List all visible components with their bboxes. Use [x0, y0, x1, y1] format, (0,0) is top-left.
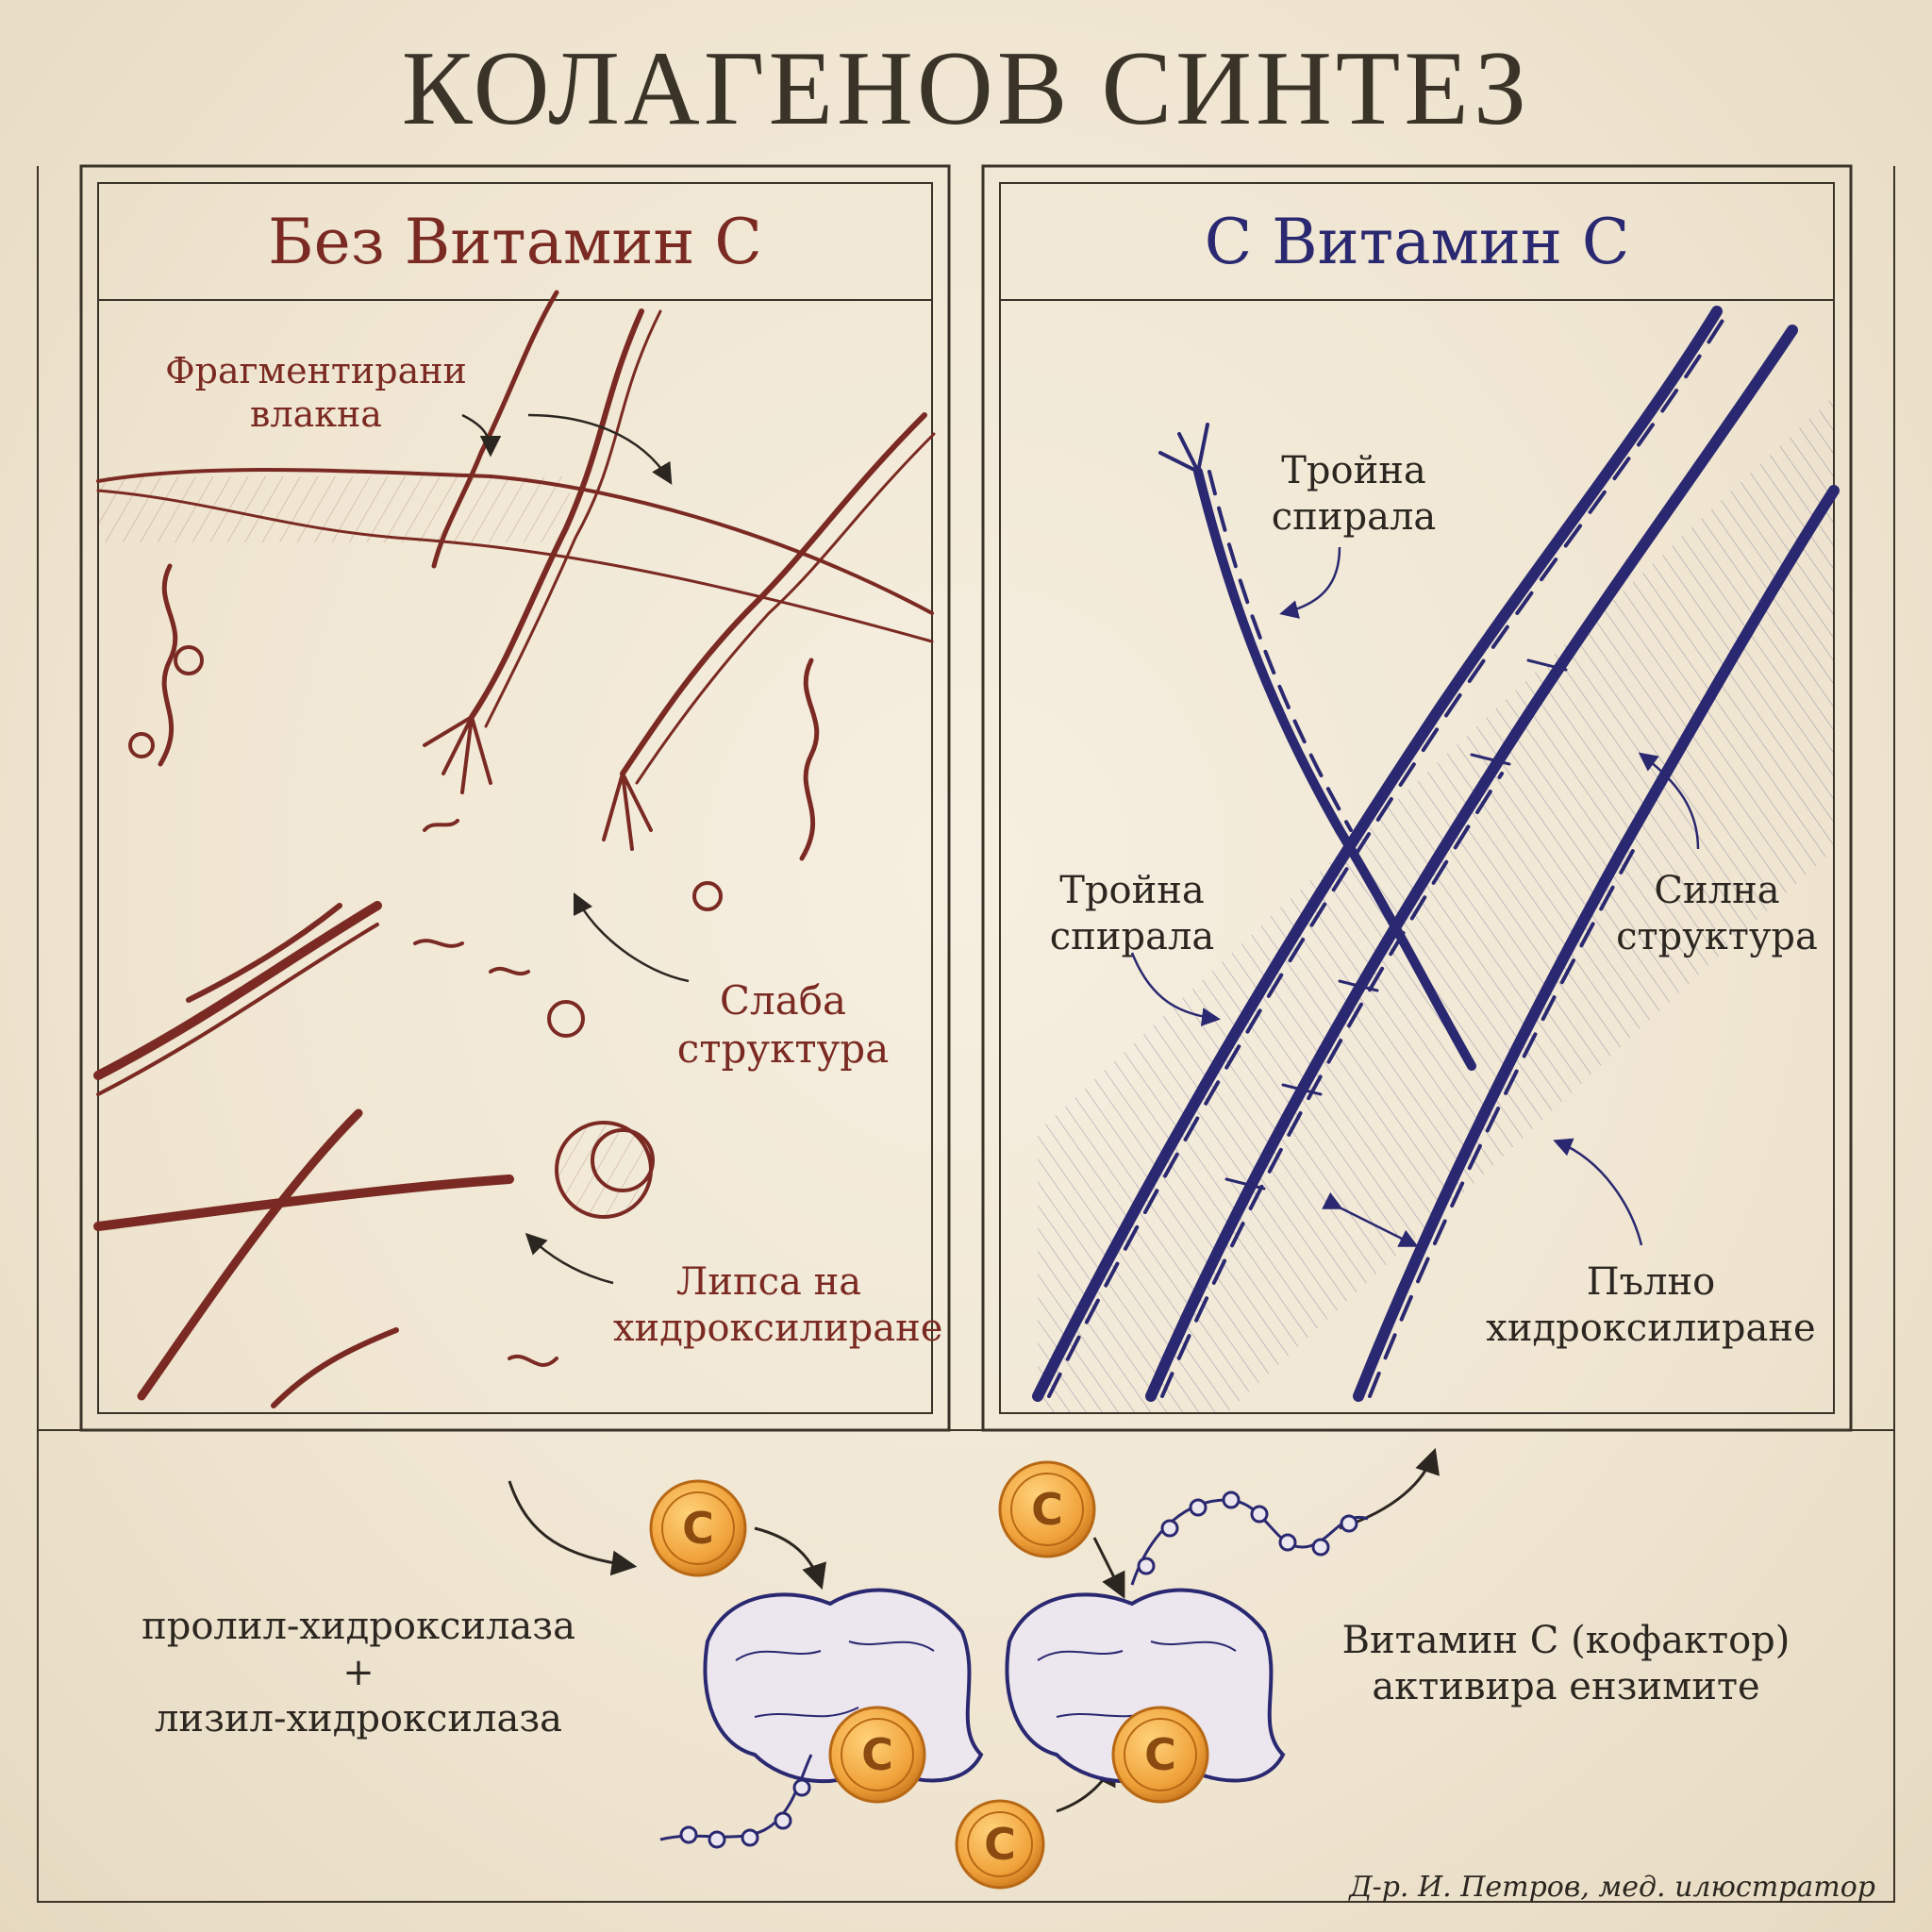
coin-letter: C [682, 1503, 714, 1554]
label-triple-helix-top: Тройна спирала [1255, 448, 1453, 541]
label-enzymes: пролил-хидроксилаза + лизил-хидроксилаза [113, 1604, 604, 1741]
label-lack-hydroxylation: Липса на хидроксилиране [613, 1259, 924, 1352]
coin-letter: C [1144, 1729, 1176, 1780]
right-panel-heading: С Витамин С [1000, 206, 1834, 278]
credit: Д-р. И. Петров, мед. илюстратор [1349, 1871, 1875, 1904]
label-fragmented-fibers: Фрагментирани влакна [142, 349, 491, 437]
label-full-hydroxylation: Пълно хидроксилиране [1472, 1259, 1830, 1352]
left-panel-art [98, 292, 934, 1406]
left-panel-heading: Без Витамин С [98, 206, 932, 278]
label-triple-helix-mid: Тройна спирала [1028, 868, 1236, 960]
label-weak-structure: Слаба структура [660, 976, 906, 1073]
label-strong-structure: Силна структура [1604, 868, 1830, 960]
coin-letter: C [861, 1729, 893, 1780]
coin-letter: C [1031, 1484, 1063, 1535]
label-cofactor: Витамин С (кофактор) активира ензимите [1321, 1618, 1811, 1710]
coin-letter: C [984, 1819, 1016, 1870]
